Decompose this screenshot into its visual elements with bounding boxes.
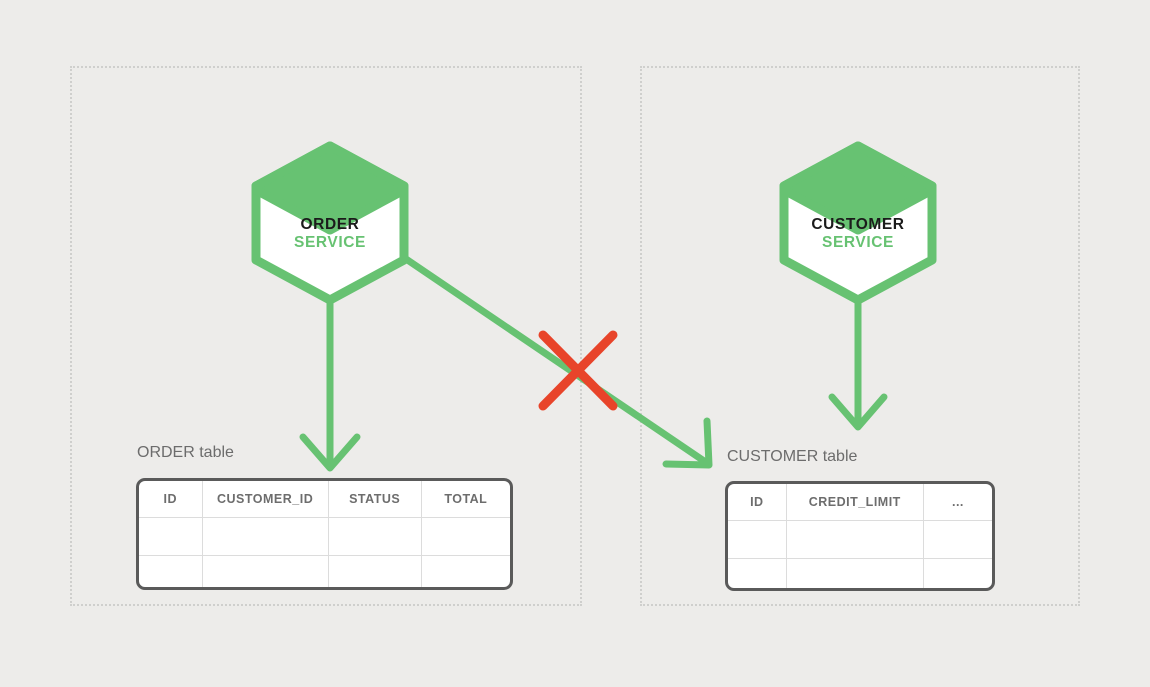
table-row (139, 517, 510, 556)
customer-table-grid: ID CREDIT_LIMIT ... (728, 484, 992, 589)
customer-service-name: CUSTOMER (811, 216, 905, 233)
hexagon-service-icon (251, 141, 409, 305)
table-row (728, 520, 992, 559)
order-cell (421, 517, 510, 556)
customer-col-credit-limit: CREDIT_LIMIT (786, 484, 924, 521)
order-cell (202, 517, 329, 556)
customer-service-node[interactable]: CUSTOMER SERVICE (776, 141, 940, 305)
customer-col-ellipsis: ... (923, 484, 992, 521)
order-col-customer-id: CUSTOMER_ID (202, 481, 329, 518)
order-cell (139, 517, 203, 556)
order-service-label: ORDER SERVICE (248, 216, 412, 253)
table-row (728, 558, 992, 589)
customer-cell (728, 520, 787, 559)
order-cell (328, 517, 422, 556)
customer-service-label: CUSTOMER SERVICE (776, 216, 940, 253)
customer-cell (786, 558, 924, 588)
order-service-kind: SERVICE (294, 234, 366, 252)
customer-cell (786, 520, 924, 559)
hexagon-service-icon (779, 141, 937, 305)
customer-cell (728, 558, 787, 588)
customer-service-kind: SERVICE (822, 234, 894, 252)
customer-col-id: ID (728, 484, 787, 521)
order-service-name: ORDER (300, 216, 360, 233)
order-col-id: ID (139, 481, 203, 518)
customer-cell (923, 559, 992, 589)
customer-cell (923, 520, 992, 559)
order-cell (328, 555, 422, 587)
table-header-row: ID CUSTOMER_ID STATUS TOTAL (139, 481, 510, 518)
order-service-node[interactable]: ORDER SERVICE (248, 141, 412, 305)
order-table-grid: ID CUSTOMER_ID STATUS TOTAL (139, 481, 510, 588)
order-cell (139, 555, 203, 587)
order-table-caption: ORDER table (137, 444, 234, 461)
order-cell (421, 556, 510, 588)
order-table: ID CUSTOMER_ID STATUS TOTAL (136, 478, 513, 590)
order-cell (202, 555, 329, 587)
table-header-row: ID CREDIT_LIMIT ... (728, 484, 992, 521)
order-col-status: STATUS (328, 481, 422, 518)
order-col-total: TOTAL (421, 481, 510, 518)
table-row (139, 555, 510, 588)
customer-table: ID CREDIT_LIMIT ... (725, 481, 995, 591)
customer-table-caption: CUSTOMER table (727, 448, 858, 465)
